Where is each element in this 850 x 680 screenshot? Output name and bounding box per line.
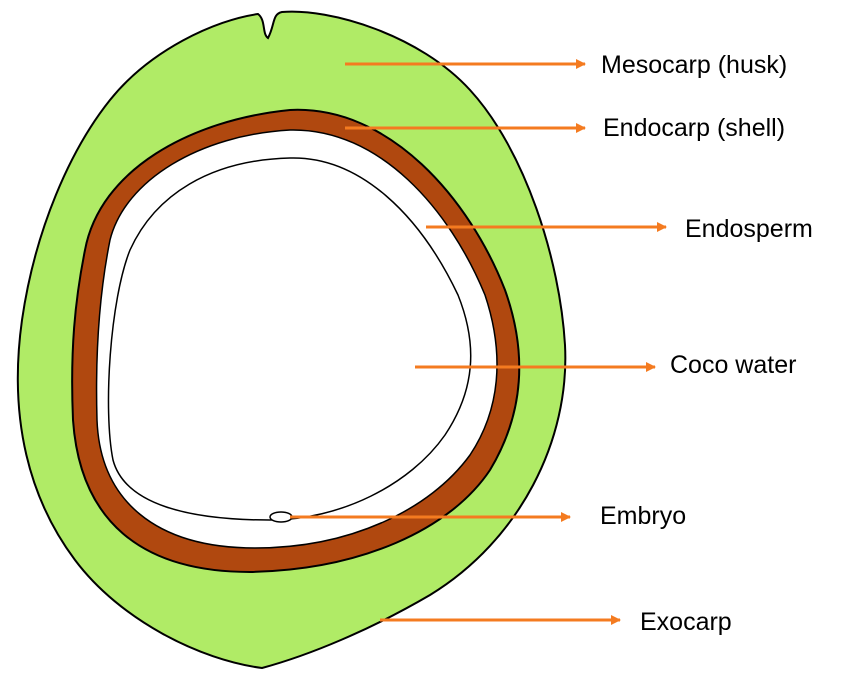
label-exocarp: Exocarp bbox=[640, 608, 732, 636]
label-coco-water: Coco water bbox=[670, 351, 796, 379]
label-endosperm: Endosperm bbox=[685, 215, 813, 243]
coco-water-cavity-shape bbox=[107, 157, 472, 521]
label-mesocarp: Mesocarp (husk) bbox=[601, 51, 787, 79]
label-embryo: Embryo bbox=[600, 502, 686, 530]
label-endocarp: Endocarp (shell) bbox=[603, 114, 785, 142]
embryo-shape bbox=[269, 511, 293, 523]
